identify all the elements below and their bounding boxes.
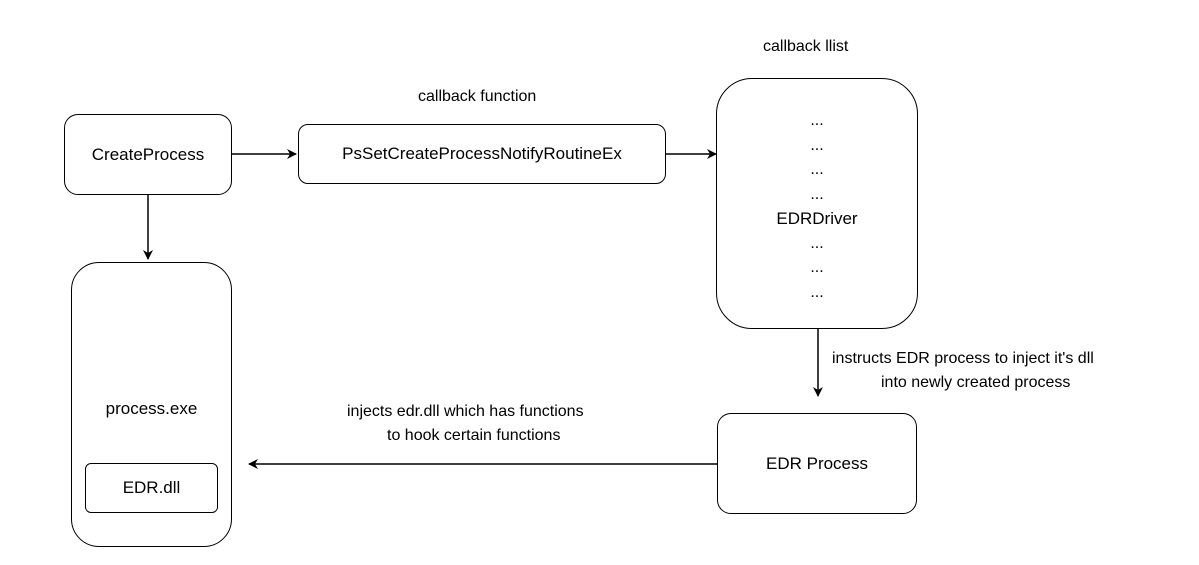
edr-dll-node: EDR.dll [85, 463, 218, 513]
ps-notify-label: PsSetCreateProcessNotifyRoutineEx [342, 144, 622, 163]
injects-label-line2: to hook certain functions [387, 427, 561, 444]
callback-list-item: ... [810, 136, 824, 154]
createprocess-label: CreateProcess [91, 144, 205, 164]
instructs-label-line2: into newly created process [881, 374, 1071, 391]
injects-label-line1: injects edr.dll which has functions [347, 403, 584, 420]
callback-list-item-edrdriver: EDRDriver [776, 209, 858, 228]
callback-list-item: ... [810, 234, 824, 252]
callback-list-items: ... ... ... ... EDRDriver ... ... ... [717, 109, 917, 305]
instructs-label-line1: instructs EDR process to inject it's dll [832, 350, 1094, 367]
callback-function-label: callback function [418, 88, 537, 105]
callback-list-item: ... [810, 259, 824, 276]
edr-dll-label: EDR.dll [122, 478, 181, 497]
callback-list-item: ... [810, 185, 824, 203]
callback-list-item: ... [810, 283, 824, 301]
createprocess-node: CreateProcess [64, 114, 232, 195]
edr-process-label: EDR Process [765, 453, 869, 473]
ps-notify-node: PsSetCreateProcessNotifyRoutineEx [298, 124, 666, 184]
callback-list-item: ... [810, 161, 824, 178]
callback-list-label: callback llist [763, 38, 849, 55]
process-exe-label: process.exe [105, 399, 198, 418]
edr-process-node: EDR Process [717, 413, 917, 514]
callback-list-item: ... [810, 112, 824, 129]
process-exe-node: process.exe EDR.dll [71, 262, 232, 547]
callback-list-node: ... ... ... ... EDRDriver ... ... ... [716, 78, 918, 329]
